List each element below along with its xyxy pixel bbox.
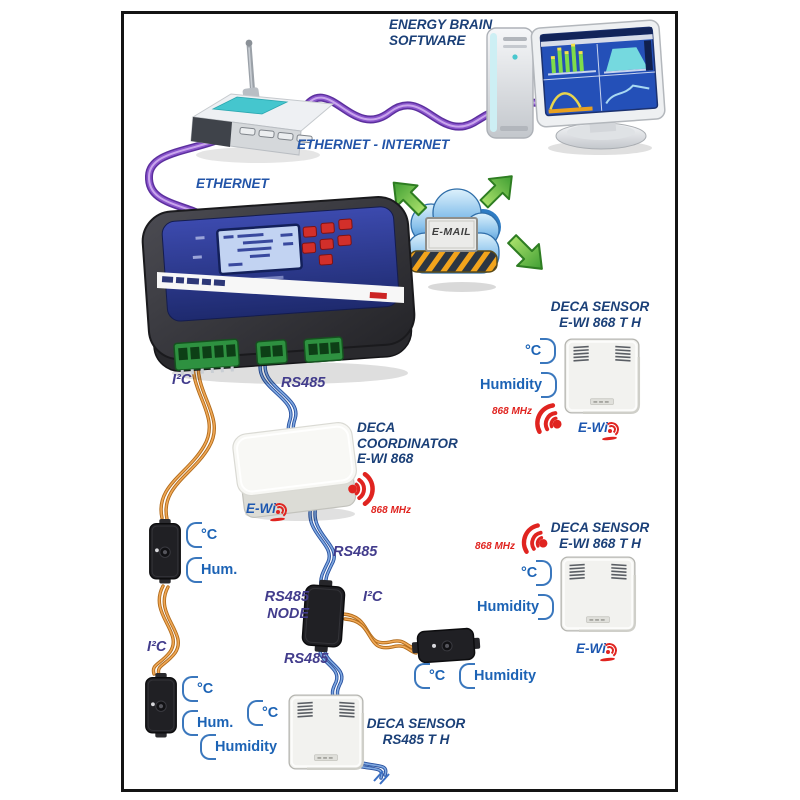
ethernet-label: ETHERNET xyxy=(196,176,269,191)
rs485-node-device xyxy=(301,579,346,653)
temp-label-mid-right: °C xyxy=(515,560,553,586)
data-logger-device xyxy=(141,196,416,384)
wifi-signal-mini-icon xyxy=(270,500,290,519)
temp-label-top-right: °C xyxy=(519,338,557,364)
humidity-label-mid-right: Humidity xyxy=(471,594,555,620)
i2c-label-1: I²C xyxy=(172,372,192,388)
computer-monitor xyxy=(530,19,666,133)
ewi-logo-coordinator: E-Wi xyxy=(246,500,290,519)
sensor-box-bottom xyxy=(287,693,365,771)
i2c-probe-3 xyxy=(411,627,481,664)
rs485-label-2: RS485 xyxy=(333,544,378,560)
temp-label-probe3: °C xyxy=(414,663,451,689)
email-cloud-icon xyxy=(406,188,501,292)
i2c-probe-2 xyxy=(145,672,177,739)
freq-label-top-right: 868 MHz xyxy=(492,406,533,417)
computer-tower xyxy=(486,27,534,139)
software-title: ENERGY BRAIN SOFTWARE xyxy=(389,17,493,48)
email-label-plate xyxy=(425,217,478,252)
sensor-title-bottom: DECA SENSOR RS485 T H xyxy=(366,716,466,747)
screen-line-chart xyxy=(605,84,650,105)
i2c-probe-1 xyxy=(149,518,181,585)
wire-rs485-continuation xyxy=(347,757,390,785)
sensor-title-top-right: DECA SENSOR E-WI 868 T H xyxy=(550,299,650,330)
screen-area-chart xyxy=(603,47,651,74)
router-label-strip xyxy=(211,96,289,115)
i2c-label-2: I²C xyxy=(147,639,167,655)
rs485-node-label: RS485 NODE xyxy=(264,589,309,622)
wire-i2c-2 xyxy=(151,584,181,677)
router-ports xyxy=(239,126,313,144)
computer xyxy=(486,19,666,155)
wifi-signal-mini-icon xyxy=(600,640,620,659)
router-device xyxy=(190,39,335,163)
humidity-label-probe2: Hum. xyxy=(182,710,239,736)
humidity-label-top-right: Humidity xyxy=(474,372,558,398)
green-arrow-down-right-icon xyxy=(500,227,554,281)
coordinator-title: DECA COORDINATOR E-WI 868 xyxy=(357,420,458,466)
ewi-logo-text: E-Wi xyxy=(578,420,608,435)
green-arrow-up-right-icon xyxy=(473,165,523,215)
ewi-logo-text: E-Wi xyxy=(246,501,276,516)
wifi-signal-mini-icon xyxy=(602,419,622,438)
sensor-title-mid-right: DECA SENSOR E-WI 868 T H xyxy=(550,520,650,551)
ewi-logo-top-right: E-Wi xyxy=(578,419,622,438)
freq-label-coordinator: 868 MHz xyxy=(371,505,412,516)
humidity-label-bottom: Humidity xyxy=(200,734,283,760)
wire-break-mark xyxy=(373,770,390,785)
sensor-box-mid-right xyxy=(559,555,637,633)
rs485-label-1: RS485 xyxy=(281,375,326,391)
i2c-label-3: I²C xyxy=(363,589,383,605)
logger-terminal-blocks xyxy=(173,336,344,376)
ewi-logo-mid-right: E-Wi xyxy=(576,640,620,659)
wifi-icon-sensor-top-right xyxy=(533,402,568,439)
ewi-logo-text: E-Wi xyxy=(576,641,606,656)
humidity-label-probe3: Humidity xyxy=(459,663,542,689)
wire-i2c-3 xyxy=(341,612,418,655)
ethernet-internet-label: ETHERNET - INTERNET xyxy=(297,137,450,152)
temp-label-probe2: °C xyxy=(182,676,219,702)
freq-label-mid-right: 868 MHz xyxy=(475,541,516,552)
email-label: E-MAIL xyxy=(431,226,472,238)
temp-label-bottom: °C xyxy=(247,700,284,726)
sensor-box-top-right xyxy=(563,337,641,415)
temp-label-probe1: °C xyxy=(186,522,223,548)
screen-bar-chart xyxy=(547,43,597,76)
logger-keypad xyxy=(301,218,353,266)
humidity-label-probe1: Hum. xyxy=(186,557,243,583)
rs485-label-3: RS485 xyxy=(284,651,329,667)
screen-curve-chart xyxy=(549,92,582,110)
wifi-icon-sensor-mid-right xyxy=(520,523,553,558)
